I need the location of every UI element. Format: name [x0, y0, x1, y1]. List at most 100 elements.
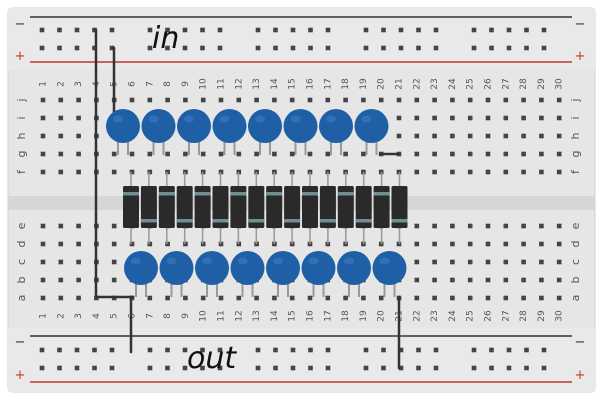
- capacitor-top: [106, 109, 140, 143]
- rail-hole: [325, 45, 331, 51]
- hole: [325, 295, 331, 301]
- row-label: h: [15, 132, 28, 139]
- hole: [343, 295, 348, 301]
- hole: [521, 97, 526, 103]
- rail-hole: [255, 365, 261, 371]
- column-label: 1: [39, 81, 49, 87]
- column-label: 6: [128, 313, 138, 319]
- diode: [212, 186, 229, 228]
- rail-hole: [489, 45, 494, 51]
- column-label: 15: [288, 78, 298, 89]
- hole: [361, 295, 366, 301]
- rail-hole: [109, 27, 115, 33]
- hole: [272, 151, 277, 157]
- rail-hole: [471, 45, 477, 51]
- hole: [450, 115, 455, 121]
- capacitor-highlight: [131, 257, 141, 265]
- hole: [450, 169, 455, 175]
- hole: [58, 151, 64, 157]
- rail-hole: [74, 27, 80, 33]
- hole: [58, 97, 64, 103]
- hole: [200, 295, 206, 301]
- hole: [147, 295, 153, 301]
- column-label: 20: [377, 78, 387, 90]
- row-label: j: [569, 98, 582, 102]
- rail-hole: [290, 347, 296, 353]
- hole: [556, 169, 562, 175]
- diode-band: [373, 192, 390, 196]
- column-label: 19: [359, 310, 369, 322]
- hole: [503, 277, 509, 283]
- hole: [467, 133, 473, 139]
- hole: [450, 241, 455, 247]
- hole: [556, 223, 562, 229]
- output-label: out: [187, 341, 237, 376]
- rail-hole: [92, 365, 97, 371]
- capacitor-bottom: [195, 251, 229, 285]
- hole: [414, 169, 420, 175]
- column-label: 1: [39, 313, 49, 319]
- hole: [378, 97, 384, 103]
- column-label: 6: [128, 81, 138, 87]
- hole: [556, 259, 562, 265]
- capacitor-highlight: [237, 257, 248, 265]
- hole: [165, 241, 170, 247]
- top-rail-minus-label-left: −: [15, 17, 26, 32]
- row-label: i: [569, 116, 582, 119]
- diode: [355, 186, 372, 228]
- row-label: h: [569, 132, 582, 139]
- rail-hole: [524, 45, 529, 51]
- rail-hole: [39, 347, 45, 353]
- rail-hole: [506, 365, 512, 371]
- hole: [40, 223, 46, 229]
- rail-hole: [506, 45, 512, 51]
- rail-hole: [489, 27, 494, 33]
- rail-hole: [308, 365, 313, 371]
- column-label: 26: [484, 78, 494, 90]
- row-label: f: [15, 169, 28, 174]
- hole: [539, 295, 544, 301]
- diode: [266, 186, 283, 228]
- row-label: b: [569, 276, 582, 283]
- bottom-rail-plus-label-left: +: [15, 368, 26, 383]
- hole: [111, 277, 117, 283]
- row-label: j: [15, 98, 28, 102]
- rail-hole: [165, 27, 170, 33]
- rail-hole: [363, 347, 369, 353]
- diode-band: [140, 219, 157, 223]
- hole: [485, 241, 491, 247]
- hole: [147, 241, 153, 247]
- rail-hole: [363, 27, 369, 33]
- column-label: 27: [501, 78, 511, 89]
- rail-hole: [381, 347, 386, 353]
- hole: [76, 241, 81, 247]
- diode: [176, 186, 193, 228]
- hole: [76, 277, 81, 283]
- hole: [485, 133, 491, 139]
- hole: [236, 97, 242, 103]
- rail-hole: [433, 365, 439, 371]
- row-label: d: [569, 241, 582, 248]
- top-rail-minus-label-right: −: [575, 17, 586, 32]
- hole: [254, 151, 259, 157]
- rail-hole: [217, 347, 223, 353]
- rail-hole: [541, 27, 547, 33]
- column-label: 16: [306, 310, 316, 322]
- hole: [467, 115, 473, 121]
- rail-hole: [200, 45, 205, 51]
- rail-hole: [363, 45, 369, 51]
- hole: [521, 115, 526, 121]
- row-label: b: [15, 276, 28, 283]
- column-label: 28: [519, 78, 529, 90]
- rail-hole: [165, 347, 170, 353]
- rail-hole: [147, 347, 153, 353]
- hole: [539, 97, 544, 103]
- column-label: 5: [110, 313, 120, 319]
- hole: [414, 277, 420, 283]
- column-label: 12: [234, 78, 244, 89]
- hole: [539, 115, 544, 121]
- hole: [76, 133, 81, 139]
- column-label: 3: [74, 313, 84, 319]
- hole: [556, 241, 562, 247]
- hole: [40, 133, 46, 139]
